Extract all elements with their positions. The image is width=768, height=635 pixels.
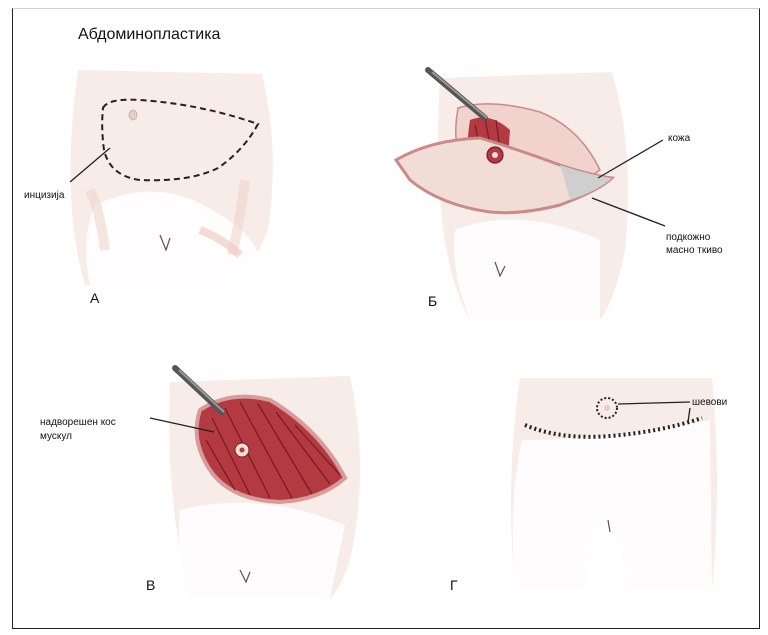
skin-label: кожа bbox=[668, 133, 690, 145]
panel-a-letter: А bbox=[90, 290, 99, 306]
panel-g-torso bbox=[511, 378, 717, 590]
panel-v-letter: В bbox=[146, 577, 155, 593]
incision-label: инцизија bbox=[24, 190, 64, 202]
panel-g-letter: Г bbox=[450, 577, 458, 593]
fat-label-line2: масно ткиво bbox=[666, 245, 723, 257]
muscle-label-line2: мускул bbox=[40, 431, 72, 443]
fat-label-line1: подкожно bbox=[666, 232, 710, 244]
sutures-label: шевови bbox=[692, 397, 727, 409]
muscle-label-line1: надворешен кос bbox=[40, 417, 116, 429]
panel-b-letter: Б bbox=[428, 293, 437, 309]
